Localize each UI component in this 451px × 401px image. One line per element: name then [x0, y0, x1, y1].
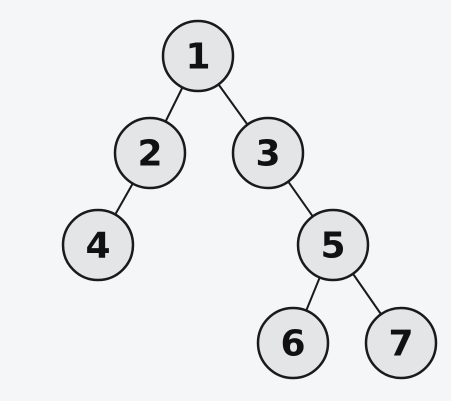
tree-node-7: 7: [364, 306, 438, 380]
tree-node-6: 6: [256, 306, 330, 380]
node-circle-1: [161, 19, 235, 93]
edge-1-2: [164, 86, 184, 123]
tree-node-3: 3: [231, 116, 305, 190]
node-circle-7: [364, 306, 438, 380]
edge-3-5: [287, 181, 314, 217]
edge-2-4: [114, 182, 134, 216]
node-label-2: 2: [137, 134, 162, 175]
tree-node-2: 2: [113, 116, 187, 190]
tree-node-1: 1: [161, 19, 235, 93]
node-label-7: 7: [388, 324, 413, 365]
node-label-3: 3: [255, 134, 280, 175]
edge-1-3: [217, 83, 249, 126]
node-label-6: 6: [280, 324, 305, 365]
node-label-5: 5: [320, 226, 345, 267]
node-circle-5: [296, 208, 370, 282]
tree-node-4: 4: [61, 208, 135, 282]
node-circle-6: [256, 306, 330, 380]
edges-layer: [114, 83, 382, 315]
node-circle-4: [61, 208, 135, 282]
edge-5-6: [305, 277, 321, 311]
tree-node-5: 5: [296, 208, 370, 282]
edge-5-7: [352, 273, 382, 315]
node-label-4: 4: [85, 226, 110, 267]
node-label-1: 1: [185, 37, 210, 78]
node-circle-2: [113, 116, 187, 190]
node-circle-3: [231, 116, 305, 190]
nodes-layer: 1 2 3 4 5 6 7: [61, 19, 438, 380]
